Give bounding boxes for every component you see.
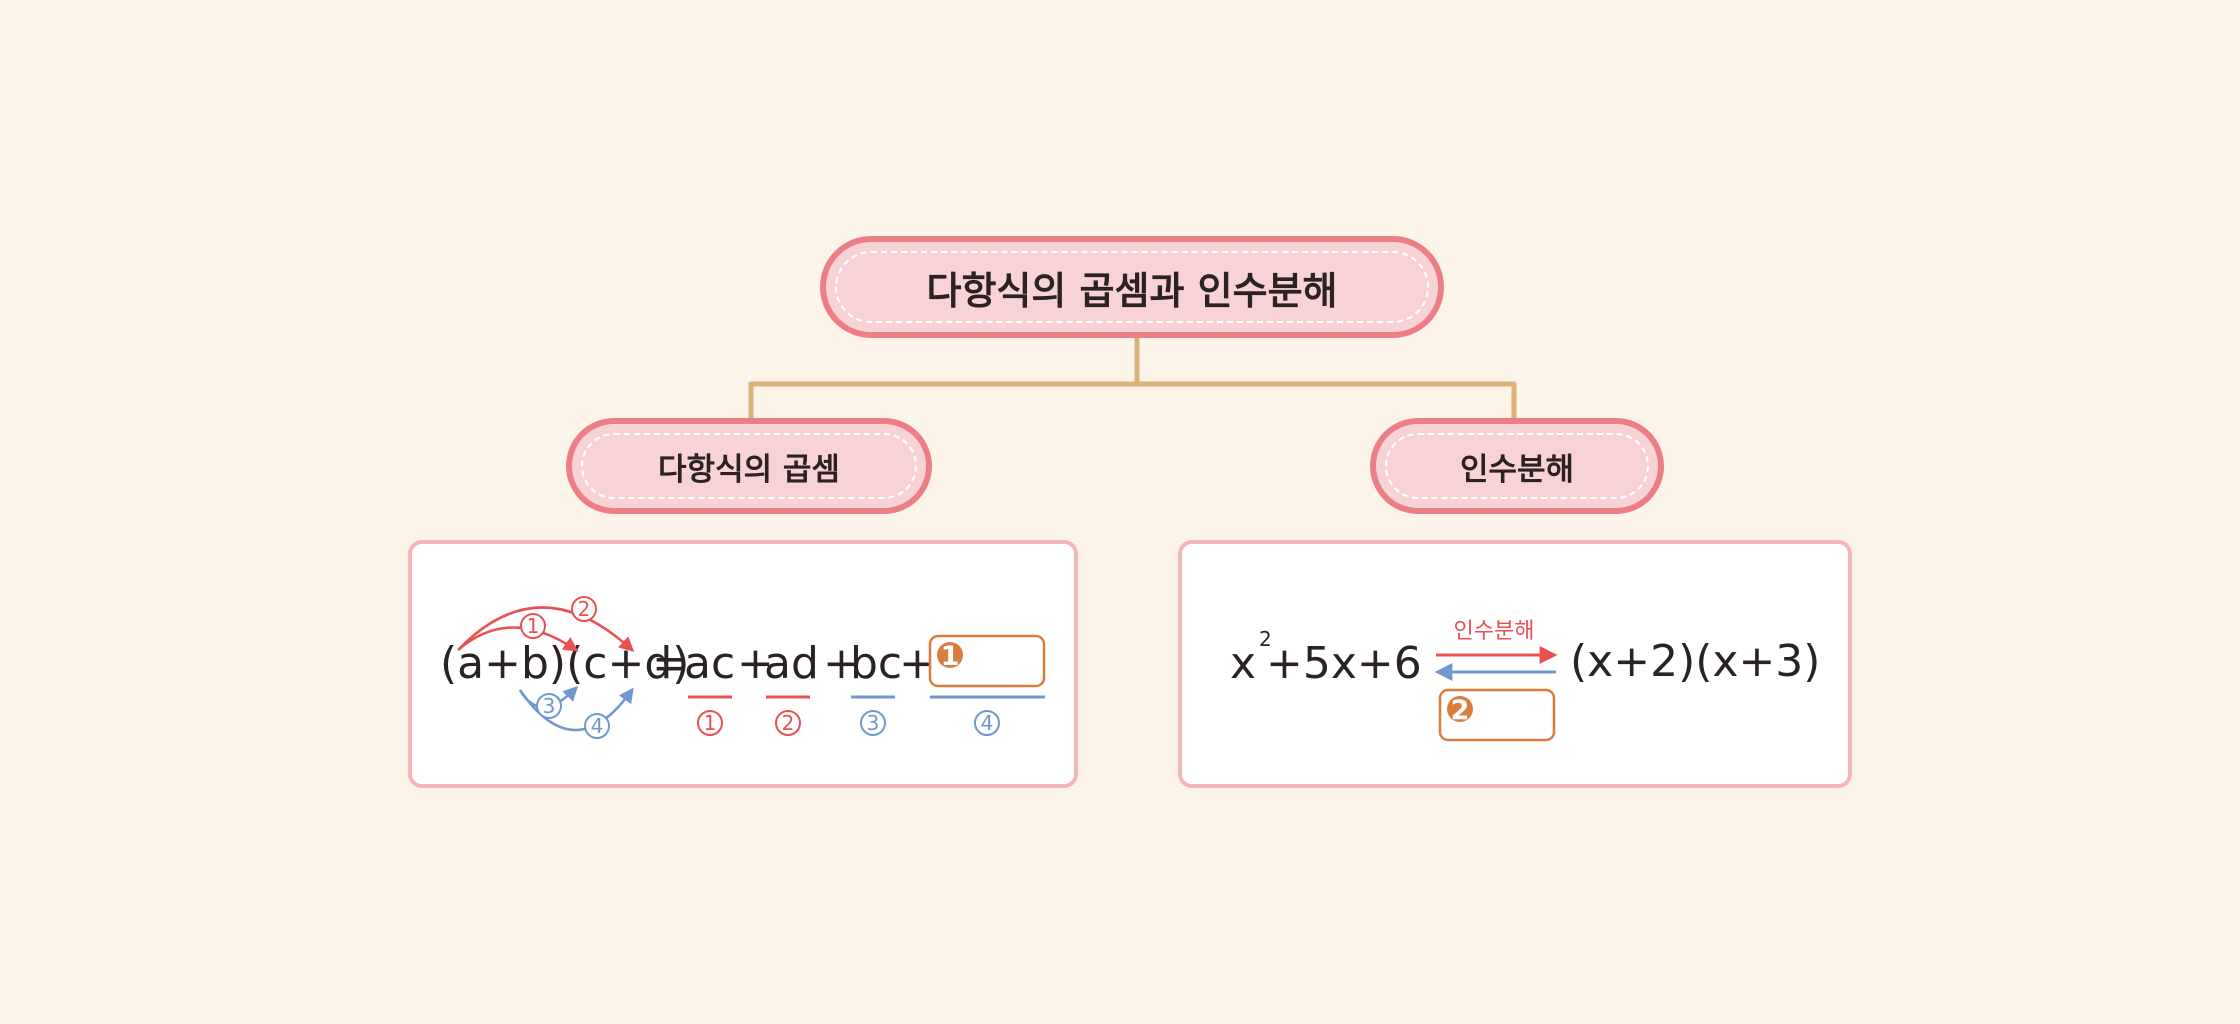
arrow-2-number: 2 xyxy=(578,597,591,621)
polynomial-exponent: 2 xyxy=(1259,627,1272,651)
answer-marker-1-icon xyxy=(937,642,963,668)
term-ac: ac xyxy=(684,638,735,689)
step-1-number: 1 xyxy=(704,711,717,735)
factorization-node: 인수분해 xyxy=(1370,418,1664,514)
title-node: 다항식의 곱셈과 인수분해 xyxy=(820,236,1444,338)
arrow-4-number: 4 xyxy=(591,714,604,738)
polynomial-base: x xyxy=(1230,638,1256,689)
factorization-box xyxy=(1178,540,1852,788)
arrow-label: 인수분해 xyxy=(1454,619,1535,644)
arrow-2-badge xyxy=(571,596,597,622)
arrow-2 xyxy=(457,606,635,653)
term-ad: ad xyxy=(764,638,819,689)
step-1-badge xyxy=(697,710,723,736)
answer-marker-2-label: 2 xyxy=(1451,695,1470,726)
step-4-number: 4 xyxy=(981,711,994,735)
arrow-3-badge xyxy=(536,693,562,719)
multiplication-node: 다항식의 곱셈 xyxy=(566,418,932,514)
multiplication-label: 다항식의 곱셈 xyxy=(658,451,840,488)
polynomial-rest: +5x+6 xyxy=(1266,638,1422,689)
factored-expression: (x+2)(x+3) xyxy=(1570,636,1820,687)
arrow-1-number: 1 xyxy=(527,614,540,638)
plus-2: + xyxy=(823,638,860,689)
arrow-4-badge xyxy=(584,713,610,739)
plus-1: + xyxy=(737,638,774,689)
arrow-3-number: 3 xyxy=(543,694,556,718)
factorization-label: 인수분해 xyxy=(1459,451,1575,488)
answer-marker-1-label: 1 xyxy=(941,641,960,672)
step-2-badge xyxy=(775,710,801,736)
arrow-1 xyxy=(457,626,579,652)
title-text: 다항식의 곱셈과 인수분해 xyxy=(926,268,1338,313)
step-2-number: 2 xyxy=(782,711,795,735)
arrow-4 xyxy=(518,687,634,732)
step-3-badge xyxy=(860,710,886,736)
answer-marker-2-icon xyxy=(1447,696,1473,722)
step-3-number: 3 xyxy=(867,711,880,735)
equals-sign: = xyxy=(652,638,689,689)
term-bc: bc xyxy=(850,638,902,689)
step-4-badge xyxy=(974,710,1000,736)
arrow-1-badge xyxy=(520,613,546,639)
